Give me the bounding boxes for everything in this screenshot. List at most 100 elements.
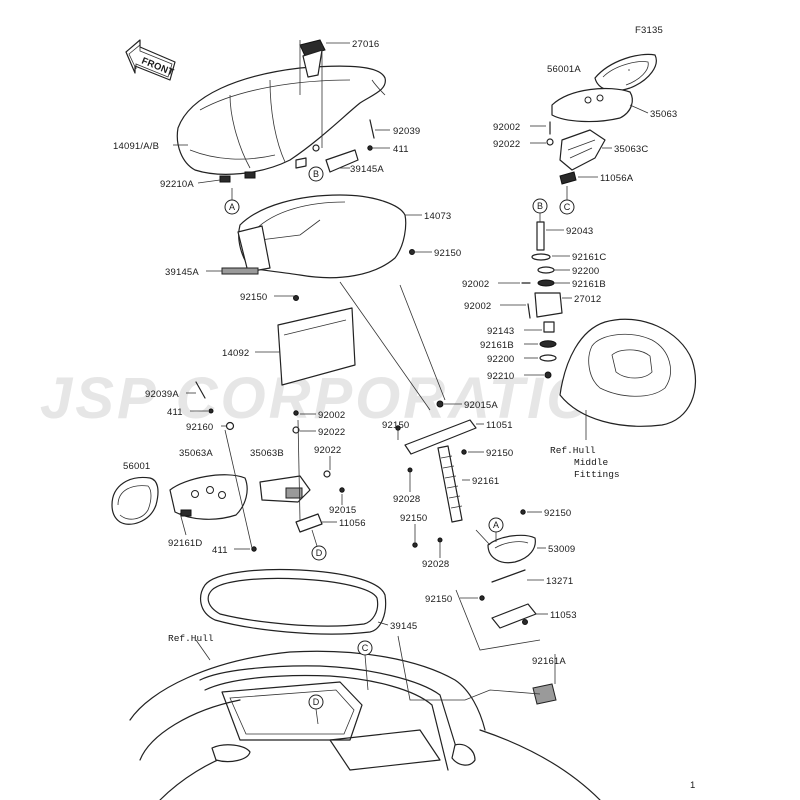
92022-washer-r: [546, 138, 554, 146]
label-92022-b: 92022: [314, 445, 341, 456]
callout-d-hull: D: [308, 694, 324, 725]
label-92002-r2: 92002: [462, 279, 489, 290]
ref-hull-middle-line1: Ref.Hull: [550, 445, 596, 456]
label-39145: 39145: [390, 621, 417, 632]
label-92160: 92160: [186, 422, 213, 433]
label-39145a-top: 39145A: [350, 164, 384, 175]
callout-b-right: B: [532, 198, 548, 222]
svg-text:B: B: [537, 201, 543, 211]
label-92143: 92143: [487, 326, 514, 337]
11056-bracket: [295, 513, 323, 533]
92002-bolt-r3: [527, 303, 531, 319]
ref-hull-middle-line3: Fittings: [574, 469, 620, 480]
92039a-pin: [195, 381, 206, 399]
92150-screw-g: [479, 595, 485, 601]
gas-strut-92161: [437, 445, 463, 523]
callout-b-top: B: [308, 166, 324, 182]
gasket-39145-part: [200, 568, 387, 635]
rod-13271: [491, 569, 526, 583]
callout-c-right: C: [559, 186, 575, 215]
latch-53009: [487, 534, 536, 564]
label-11056a: 11056A: [600, 173, 634, 184]
svg-text:B: B: [313, 169, 319, 179]
label-11056: 11056: [339, 518, 366, 529]
label-35063c: 35063C: [614, 144, 648, 155]
left-mirror-part: [111, 476, 159, 525]
label-92022-r: 92022: [493, 139, 520, 150]
callout-a-top: A: [224, 188, 240, 215]
92161b-spacer-a: [537, 279, 555, 287]
label-92028-b: 92028: [422, 559, 449, 570]
label-92150-f: 92150: [544, 508, 571, 519]
front-arrow-icon: [125, 39, 176, 81]
right-mirror-56001a: [594, 53, 657, 92]
92200-washer-a: [537, 266, 555, 274]
diagram-code: F3135: [635, 25, 663, 36]
mirror-bracket-35063b: [259, 475, 311, 503]
svg-text:C: C: [362, 643, 369, 653]
92002-bolt-mid: [293, 410, 299, 416]
label-56001: 56001: [123, 461, 150, 472]
label-92161a: 92161A: [532, 656, 566, 667]
seat-bracket: [295, 157, 307, 169]
92150-screw-f: [520, 509, 526, 515]
ref-hull-left: Ref.Hull: [168, 633, 214, 644]
92150-screw-d: [461, 449, 467, 455]
label-92150-c: 92150: [382, 420, 409, 431]
label-11053: 11053: [550, 610, 577, 621]
11056a-bracket: [559, 171, 577, 185]
label-92161d: 92161D: [168, 538, 202, 549]
label-35063b: 35063B: [250, 448, 284, 459]
callout-a-right: A: [488, 517, 504, 542]
label-92150-a: 92150: [434, 248, 461, 259]
label-92039: 92039: [393, 126, 420, 137]
92161b-spacer-b: [539, 340, 557, 348]
label-56001a: 56001A: [547, 64, 581, 75]
label-35063: 35063: [650, 109, 677, 120]
right-housing-35063: [551, 87, 633, 123]
label-92028-a: 92028: [393, 494, 420, 505]
right-bracket-35063c: [559, 129, 606, 171]
plate-11053: [491, 603, 537, 629]
pad-92161a: [532, 683, 557, 705]
label-13271: 13271: [546, 576, 573, 587]
part-labels: 27016 14091/A/B 92039 411 39145A 92210A …: [113, 39, 677, 667]
label-92161b-a: 92161B: [572, 279, 606, 290]
label-53009: 53009: [548, 544, 575, 555]
label-92210: 92210: [487, 371, 514, 382]
svg-text:C: C: [564, 202, 571, 212]
label-92161: 92161: [472, 476, 499, 487]
label-14091: 14091/A/B: [113, 141, 159, 152]
92160-grommet: [225, 421, 235, 431]
label-92002-r: 92002: [493, 122, 520, 133]
label-92002-mid: 92002: [318, 410, 345, 421]
label-411-b: 411: [167, 407, 183, 418]
label-39145a-left: 39145A: [165, 267, 199, 278]
left-mirror-housing-part: [169, 474, 248, 520]
b-latch-washer: [312, 144, 320, 152]
92022-washer-mid: [292, 426, 300, 434]
label-92002-r3: 92002: [464, 301, 491, 312]
92028-ring-a: [407, 467, 413, 473]
label-92150-g: 92150: [425, 594, 452, 605]
label-411-c: 411: [212, 545, 228, 556]
label-35063a: 35063A: [179, 448, 213, 459]
storage-tray-part: [237, 194, 407, 279]
92150-screw-e: [412, 542, 418, 548]
92022-washer-b: [323, 470, 331, 478]
label-11051: 11051: [486, 420, 513, 431]
leader-lines: [173, 42, 649, 684]
label-92161c: 92161C: [572, 252, 606, 263]
callout-d-left: D: [311, 529, 327, 561]
411-nut-c: [251, 546, 257, 552]
label-92150-b: 92150: [240, 292, 267, 303]
92210a-clip: [219, 175, 231, 183]
92150-screw-b: [293, 295, 299, 301]
label-92015a: 92015A: [464, 400, 498, 411]
label-92043: 92043: [566, 226, 593, 237]
92015-nut: [339, 487, 345, 493]
label-92022-mid: 92022: [318, 427, 345, 438]
label-27012: 27012: [574, 294, 601, 305]
